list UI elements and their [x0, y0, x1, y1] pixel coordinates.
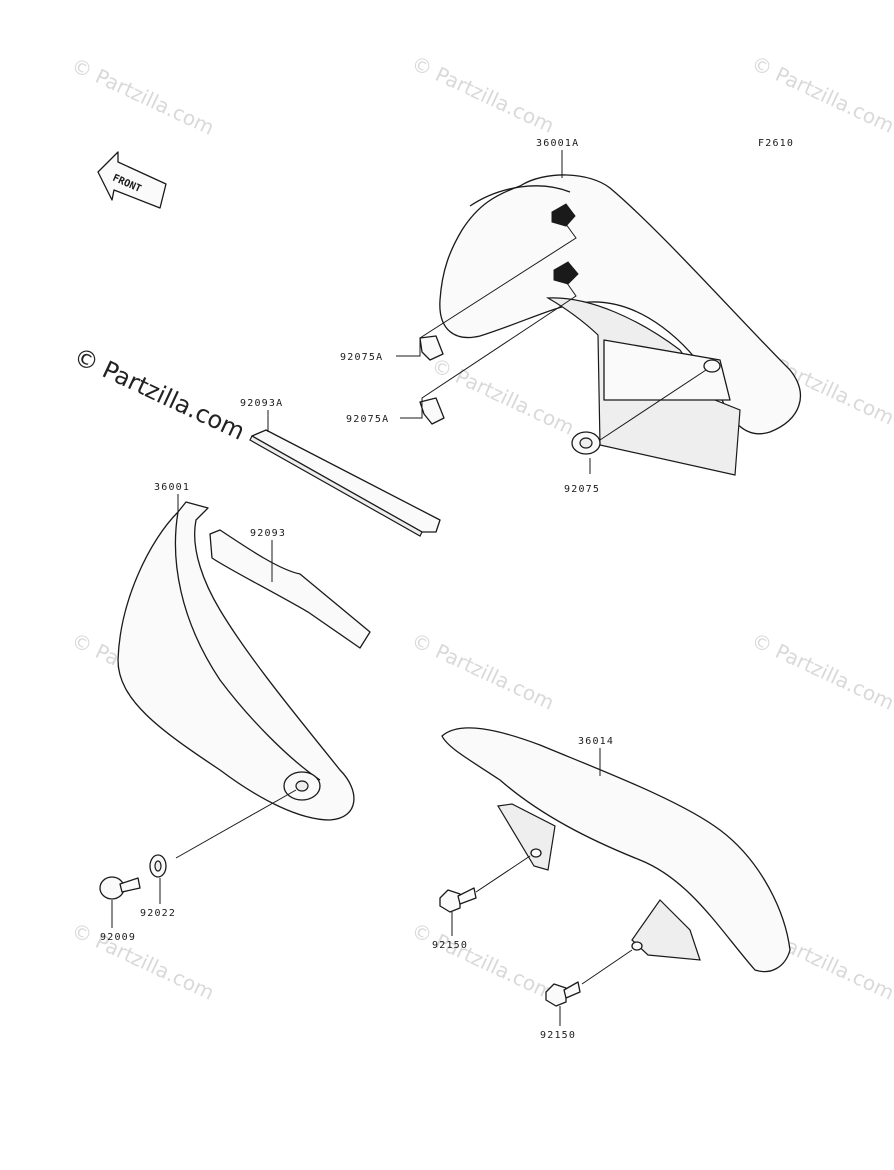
watermark: © Partzilla.com: [408, 51, 558, 138]
part-number-label: 36014: [578, 736, 614, 747]
part-number-label: 92093A: [240, 398, 283, 409]
leader-lines: [111, 150, 707, 1026]
part-number-label: 92075: [564, 484, 600, 495]
part-number-label: 92009: [100, 932, 136, 943]
part-36001A-cover: [439, 174, 801, 476]
part-number-label: 92150: [432, 940, 468, 951]
part-92009-bolt: [99, 876, 141, 900]
watermark: © Partzilla.com: [68, 918, 218, 1005]
watermark: © Partzilla.com: [748, 51, 894, 138]
part-92093-strip: [209, 529, 371, 649]
part-36014-chain-guard: [441, 727, 791, 973]
watermark: © Partzilla.com: [408, 628, 558, 715]
watermark-main: © Partzilla.com: [69, 342, 249, 446]
part-92022-washer: [149, 854, 167, 878]
watermark: © Partzilla.com: [68, 53, 218, 140]
part-92075A-clip-lower: [419, 397, 445, 425]
part-number-label: 36001: [154, 482, 190, 493]
front-arrow-icon: FRONT: [97, 151, 167, 209]
watermark: © Partzilla.com: [428, 353, 578, 440]
part-92150-bolt-lower: [545, 981, 581, 1007]
part-number-label: 92075A: [340, 352, 383, 363]
part-number-label: 92075A: [346, 414, 389, 425]
part-92075A-clip-upper: [419, 335, 444, 361]
part-92093A-strip-edge: [249, 435, 423, 537]
part-number-label: 92022: [140, 908, 176, 919]
watermark: © Partzilla.com: [408, 918, 558, 1005]
part-number-label: 92093: [250, 528, 286, 539]
watermark: © Partzilla.com: [748, 628, 894, 715]
part-92093A-strip: [251, 429, 441, 533]
part-36001-cover: [117, 501, 355, 821]
part-92150-bolt-upper: [439, 887, 477, 913]
part-92075-grommet: [571, 431, 601, 455]
part-number-label: 92150: [540, 1030, 576, 1041]
figure-code: F2610: [758, 138, 794, 149]
part-number-label: 36001A: [536, 138, 579, 149]
